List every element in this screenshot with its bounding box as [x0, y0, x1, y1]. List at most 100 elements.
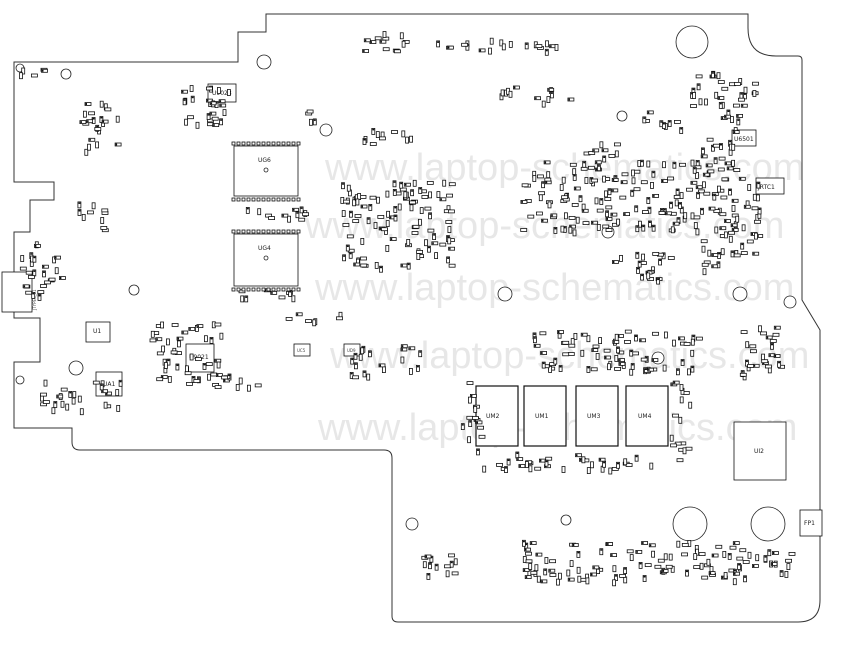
- smd-pad: [78, 202, 81, 204]
- smd-part: [534, 96, 541, 101]
- smd-part: [624, 329, 632, 334]
- smd-part: [246, 197, 251, 202]
- smd-part: [683, 341, 691, 346]
- smd-part: [662, 122, 666, 129]
- smd-pad: [643, 117, 646, 119]
- smd-part: [747, 363, 754, 368]
- smd-part: [527, 214, 535, 219]
- smd-part: [731, 159, 735, 167]
- smd-part: [281, 287, 286, 292]
- smd-part: [670, 443, 677, 448]
- smd-part: [363, 38, 371, 43]
- smd-part: [415, 364, 420, 372]
- smd-part: [176, 336, 184, 341]
- smd-pad: [545, 49, 548, 52]
- smd-part: [687, 368, 691, 376]
- smd-part: [350, 357, 355, 365]
- chip-uc5: UC5: [293, 343, 311, 357]
- smd-part: [385, 220, 390, 228]
- smd-part: [448, 246, 456, 251]
- smd-part: [409, 135, 414, 143]
- smd-part: [602, 155, 607, 163]
- smd-part: [19, 72, 23, 80]
- smd-pad: [697, 84, 700, 86]
- smd-pad: [741, 371, 744, 373]
- smd-pad: [177, 337, 179, 340]
- smd-part: [567, 577, 575, 582]
- smd-part: [651, 358, 659, 362]
- smd-part: [278, 295, 286, 300]
- smd-part: [439, 242, 447, 247]
- pin1-marker: [263, 255, 269, 261]
- smd-pad: [753, 364, 756, 367]
- smd-part: [101, 208, 109, 213]
- smd-part: [285, 316, 293, 321]
- smd-part: [236, 229, 241, 234]
- smd-pad: [220, 104, 222, 107]
- smd-part: [674, 199, 679, 207]
- smd-part: [667, 256, 675, 260]
- smd-part: [353, 262, 361, 267]
- smd-part: [84, 102, 92, 106]
- smd-part: [665, 564, 673, 569]
- smd-part: [751, 206, 759, 211]
- smd-pad: [550, 45, 552, 48]
- smd-part: [71, 397, 76, 405]
- small-components: [19, 31, 796, 587]
- smd-part: [399, 187, 407, 192]
- smd-part: [537, 174, 544, 179]
- smd-part: [679, 162, 686, 167]
- smd-part: [706, 137, 714, 142]
- smd-part: [34, 243, 41, 248]
- smd-part: [41, 68, 48, 73]
- smd-part: [731, 143, 736, 151]
- smd-part: [528, 563, 533, 570]
- smd-pad: [393, 181, 396, 183]
- smd-part: [602, 175, 606, 183]
- smd-pad: [469, 421, 472, 423]
- smd-part: [646, 160, 651, 168]
- smd-part: [385, 244, 390, 252]
- mounting-hole: [651, 351, 665, 365]
- smd-pad: [313, 119, 316, 121]
- smd-part: [186, 381, 193, 386]
- smd-part: [524, 547, 531, 552]
- smd-part: [378, 136, 386, 141]
- smd-pad: [606, 211, 609, 213]
- smd-pad: [733, 542, 736, 545]
- smd-part: [556, 578, 560, 586]
- smd-part: [736, 114, 743, 118]
- smd-part: [601, 148, 609, 153]
- smd-pad: [364, 39, 367, 42]
- smd-part: [726, 166, 734, 171]
- smd-pad: [390, 238, 393, 241]
- smd-part: [291, 141, 296, 146]
- smd-pad: [679, 203, 682, 205]
- smd-pad: [648, 368, 650, 371]
- smd-part: [682, 447, 687, 455]
- smd-part: [616, 346, 620, 354]
- smd-part: [530, 570, 538, 575]
- smd-pad: [429, 563, 431, 565]
- smd-part: [720, 195, 728, 200]
- smd-part: [728, 188, 732, 196]
- smd-pad: [764, 556, 767, 558]
- smd-pad: [380, 40, 382, 43]
- smd-part: [447, 226, 452, 234]
- smd-part: [541, 361, 546, 369]
- smd-part: [184, 118, 189, 126]
- smd-part: [312, 319, 317, 327]
- smd-part: [716, 72, 721, 80]
- smd-part: [448, 182, 456, 187]
- smd-part: [612, 260, 619, 264]
- smd-pad: [725, 220, 727, 222]
- smd-pad: [741, 104, 744, 107]
- smd-pad: [616, 347, 619, 349]
- smd-part: [661, 569, 669, 573]
- smd-pad: [192, 376, 195, 379]
- smd-part: [95, 141, 99, 149]
- smd-pad: [670, 202, 672, 205]
- smd-part: [595, 352, 600, 360]
- smd-pad: [711, 145, 714, 148]
- smd-part: [281, 197, 286, 202]
